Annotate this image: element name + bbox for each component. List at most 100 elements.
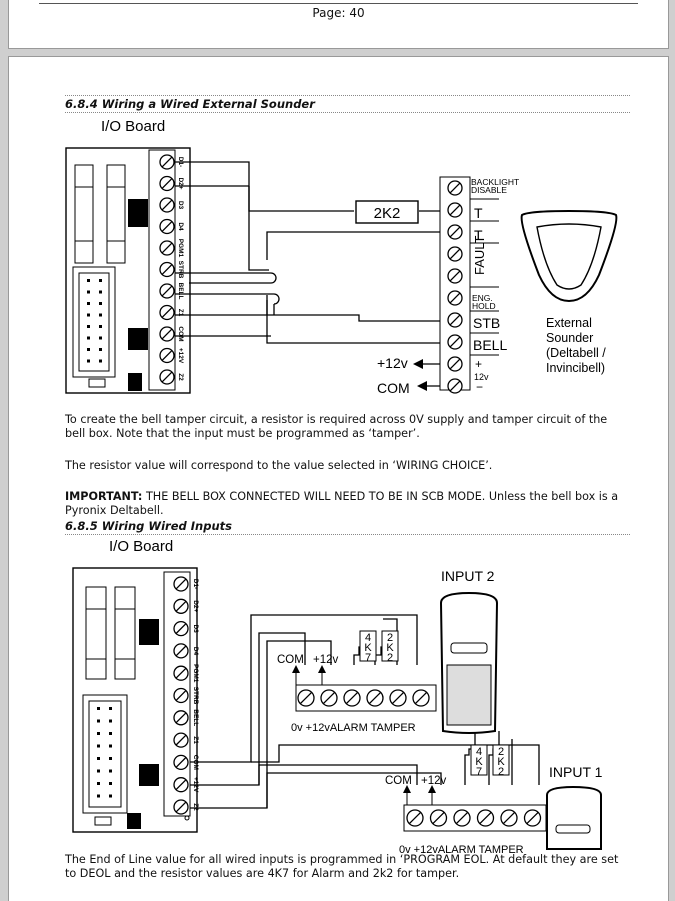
pin	[87, 279, 90, 282]
wires	[190, 614, 540, 809]
board-terminal-label: D1-	[192, 579, 199, 589]
paragraph-tamper: To create the bell tamper circuit, a res…	[65, 413, 608, 440]
heading-rule	[65, 534, 630, 535]
arrow-12v	[413, 359, 423, 369]
section-heading-6-8-5: 6.8.5 Wiring Wired Inputs	[65, 519, 232, 533]
arrow-com	[417, 381, 427, 391]
pin	[97, 719, 100, 723]
bell-label-eng: ENG.	[472, 293, 493, 303]
screw-slot	[161, 264, 173, 275]
header-connector	[72, 266, 116, 378]
screw-slot	[161, 371, 173, 383]
screw-slot	[391, 691, 405, 705]
screw-slot	[449, 270, 461, 282]
pin	[97, 732, 100, 735]
pin	[87, 302, 90, 305]
screw-slot	[175, 712, 187, 724]
footer-rule	[39, 3, 638, 4]
screw-slot	[449, 336, 461, 348]
pin	[87, 313, 90, 317]
board-title: I/O Board	[101, 118, 165, 135]
screw-slot	[408, 811, 422, 825]
pin	[97, 794, 100, 798]
pin	[99, 279, 102, 282]
arrow-up	[428, 785, 436, 793]
screw-slot	[449, 380, 461, 392]
board-terminal-label: Z2	[177, 373, 184, 381]
pin	[97, 757, 100, 760]
supply-com-label: COM	[377, 380, 410, 396]
screw-slot	[161, 285, 173, 297]
inputs-wiring-diagram: I/O Board D1-D2+D3D4PGM1STRBBELLZ1COM+12…	[72, 538, 603, 853]
board-title: I/O Board	[109, 538, 173, 555]
external-sounder-icon	[520, 209, 618, 303]
board-terminal-label: STRB	[192, 687, 199, 705]
arrow-up	[318, 665, 326, 673]
screw-slot	[175, 667, 187, 679]
bell-label-bell: BELL	[473, 337, 507, 353]
sounder-wiring-diagram: I/O Board D1-D2+D3D4PGM1STRBBELLZ1COM+12…	[65, 118, 618, 396]
pin	[109, 719, 112, 723]
sounder-label-line1: External	[546, 316, 592, 330]
screw-slot	[175, 623, 187, 634]
header-pins	[97, 707, 112, 798]
header-connector	[82, 694, 128, 814]
screw-slot	[161, 307, 173, 318]
bell-label-disable: DISABLE	[471, 185, 507, 195]
paragraph-eol: The End of Line value for all wired inpu…	[65, 853, 619, 880]
input1-label: INPUT 1	[549, 764, 603, 780]
screw-slot	[175, 734, 187, 746]
component	[128, 373, 142, 391]
pin	[97, 782, 100, 785]
pin	[109, 744, 112, 748]
board-terminal-label: Z1	[192, 736, 199, 744]
pin	[99, 302, 102, 305]
fuse	[74, 240, 94, 264]
screw-slot	[175, 690, 187, 701]
board-terminal-label: D2+	[177, 177, 184, 189]
detector-window	[555, 824, 591, 834]
screw-slot	[161, 199, 173, 211]
screw-slot	[449, 314, 461, 326]
pin	[87, 325, 90, 328]
board-terminal-label: D4	[177, 222, 184, 231]
pin	[87, 336, 90, 340]
sounder-label-line3: (Deltabell /	[546, 346, 606, 360]
resistor-2k2	[381, 630, 399, 662]
board-terminal-label: BELL	[177, 283, 184, 300]
screw-slot	[175, 801, 187, 813]
header-connector-inner	[78, 272, 110, 372]
arrow-up	[292, 665, 300, 673]
ic-chip	[139, 764, 159, 786]
ic-chip	[128, 199, 148, 227]
sounder-inner-outline	[536, 223, 602, 290]
screw-slot	[175, 779, 187, 791]
resistor-letter: 2	[387, 632, 393, 644]
screw-slot	[299, 691, 313, 705]
resistor-letter: 7	[476, 766, 482, 778]
screw-slot	[175, 578, 187, 590]
component	[127, 813, 141, 829]
bell-label-plus: +	[475, 357, 482, 371]
ic-chip	[139, 619, 159, 645]
arrow-up	[403, 785, 411, 793]
bell-label-backlight: BACKLIGHT	[471, 177, 519, 187]
resistor-letter: K	[364, 642, 372, 654]
fuse	[114, 658, 136, 680]
resistor-letter: 7	[365, 652, 371, 664]
board-terminal-label: PGM1	[192, 664, 199, 683]
bell-label-t1: T	[474, 205, 483, 221]
bell-label-hold: HOLD	[472, 301, 496, 311]
header-connector-inner	[88, 700, 122, 808]
bell-label-lines	[470, 198, 499, 356]
screw-slot	[449, 292, 461, 304]
resistor-letter: 2	[498, 746, 504, 758]
supply-arrows	[415, 363, 440, 387]
input1-terminal-screws	[406, 809, 542, 827]
pin	[97, 744, 100, 748]
detector-lens	[446, 664, 492, 726]
board-terminal-label: Z2	[192, 803, 199, 811]
screw-slot	[502, 811, 516, 825]
bell-label-t2: T	[474, 227, 483, 243]
input1-terminal-caption: 0v +12vALARM TAMPER	[399, 844, 524, 853]
